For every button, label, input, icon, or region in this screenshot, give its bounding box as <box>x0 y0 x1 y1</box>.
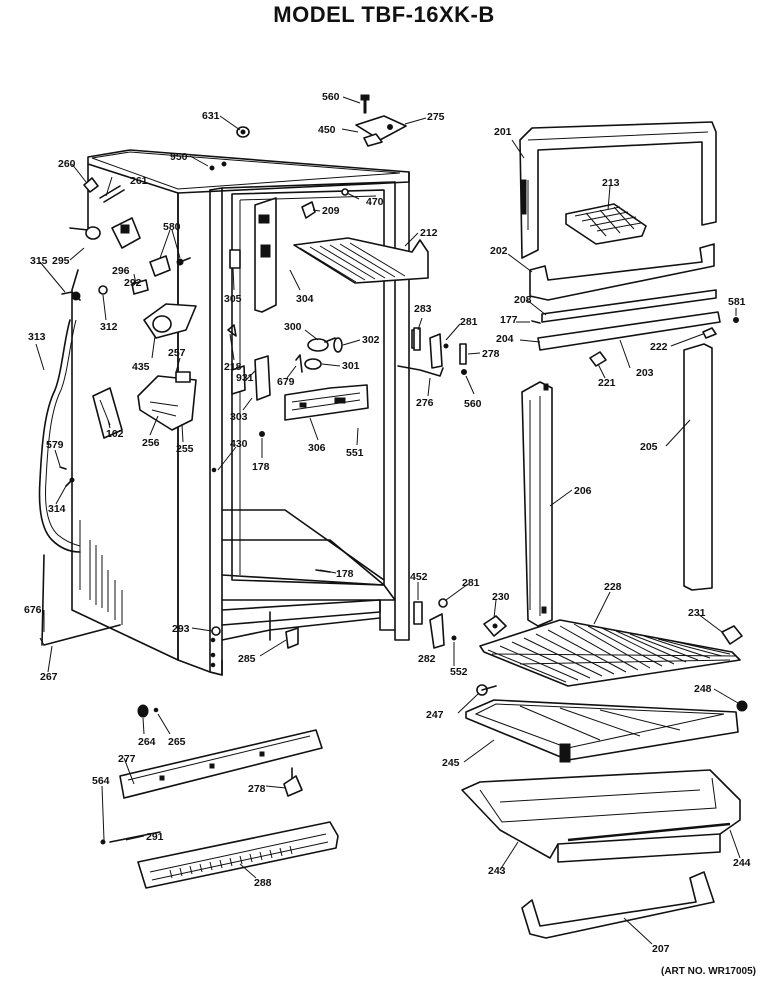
part-label-300: 300 <box>284 321 302 333</box>
part-label-305: 305 <box>224 293 242 305</box>
part-label-315: 315 <box>30 255 48 267</box>
part-label-581: 581 <box>728 296 746 308</box>
part-label-950: 950 <box>170 151 188 163</box>
part-label-281-top: 281 <box>460 316 478 328</box>
part-label-278-top: 278 <box>482 348 500 360</box>
part-label-257: 257 <box>168 347 186 359</box>
part-label-222: 222 <box>650 341 668 353</box>
part-label-564: 564 <box>92 775 110 787</box>
part-label-208: 208 <box>514 294 532 306</box>
part-number-labels: 560 631 450 275 950 470 260 261 209 212 … <box>24 91 751 955</box>
part-label-302: 302 <box>362 334 380 346</box>
part-label-282: 282 <box>418 653 436 665</box>
part-label-178-mid: 178 <box>252 461 270 473</box>
part-label-231: 231 <box>688 607 706 619</box>
part-label-201: 201 <box>494 126 512 138</box>
model-title: MODEL TBF-16XK-B <box>273 2 495 27</box>
part-label-256: 256 <box>142 437 160 449</box>
part-label-248: 248 <box>694 683 712 695</box>
part-label-295: 295 <box>52 255 70 267</box>
part-label-306: 306 <box>308 442 326 454</box>
part-label-178-bottom: 178 <box>336 568 354 580</box>
part-label-288: 288 <box>254 877 272 889</box>
part-label-301: 301 <box>342 360 360 372</box>
part-label-205: 205 <box>640 441 658 453</box>
part-label-203: 203 <box>636 367 654 379</box>
part-label-296: 296 <box>112 265 130 277</box>
part-label-312: 312 <box>100 321 118 333</box>
part-label-228: 228 <box>604 581 622 593</box>
part-label-679: 679 <box>277 376 295 388</box>
part-label-579: 579 <box>46 439 64 451</box>
part-label-267: 267 <box>40 671 58 683</box>
part-label-293: 293 <box>172 623 190 635</box>
part-label-265: 265 <box>168 736 186 748</box>
part-label-552: 552 <box>450 666 468 678</box>
part-label-292: 292 <box>124 277 142 289</box>
part-label-283: 283 <box>414 303 432 315</box>
part-label-676: 676 <box>24 604 42 616</box>
door-parts-drawing <box>397 121 748 939</box>
control-housing-drawing <box>227 197 429 421</box>
part-label-218: 218 <box>224 361 242 373</box>
part-label-313: 313 <box>28 331 46 343</box>
part-label-255: 255 <box>176 443 194 455</box>
part-label-177: 177 <box>500 314 518 326</box>
part-label-560-top: 560 <box>322 91 340 103</box>
part-label-244: 244 <box>733 857 751 869</box>
part-label-291: 291 <box>146 831 164 843</box>
part-label-277: 277 <box>118 753 136 765</box>
part-label-213: 213 <box>602 177 620 189</box>
part-label-245: 245 <box>442 757 460 769</box>
part-label-209: 209 <box>322 205 340 217</box>
part-label-580: 580 <box>163 221 181 233</box>
part-label-261: 261 <box>130 175 148 187</box>
part-label-304: 304 <box>296 293 314 305</box>
part-label-281-bottom: 281 <box>462 577 480 589</box>
top-parts-drawing <box>209 94 407 196</box>
part-label-430: 430 <box>230 438 248 450</box>
part-label-207: 207 <box>652 943 670 955</box>
part-label-470: 470 <box>366 196 384 208</box>
part-label-314: 314 <box>48 503 66 515</box>
part-label-278-bottom: 278 <box>248 783 266 795</box>
part-label-221: 221 <box>598 377 616 389</box>
part-label-285: 285 <box>238 653 256 665</box>
part-label-631: 631 <box>202 110 220 122</box>
part-label-450: 450 <box>318 124 336 136</box>
part-label-276: 276 <box>416 397 434 409</box>
part-label-212: 212 <box>420 227 438 239</box>
part-label-452: 452 <box>410 571 428 583</box>
left-parts-drawing <box>38 177 197 646</box>
part-label-206: 206 <box>574 485 592 497</box>
part-label-243: 243 <box>488 865 506 877</box>
part-label-275: 275 <box>427 111 445 123</box>
part-label-303: 303 <box>230 411 248 423</box>
part-label-202: 202 <box>490 245 508 257</box>
part-label-551: 551 <box>346 447 364 459</box>
part-label-247: 247 <box>426 709 444 721</box>
part-label-560-mid: 560 <box>464 398 482 410</box>
bottom-left-parts-drawing <box>100 431 339 889</box>
art-number: (ART NO. WR17005) <box>660 966 756 977</box>
part-label-435: 435 <box>132 361 150 373</box>
part-label-102: 102 <box>106 428 124 440</box>
part-label-931: 931 <box>236 372 254 384</box>
part-label-264: 264 <box>138 736 156 748</box>
leader-lines <box>35 96 741 945</box>
part-label-260: 260 <box>58 158 76 170</box>
part-label-204: 204 <box>496 333 514 345</box>
part-label-230: 230 <box>492 591 510 603</box>
